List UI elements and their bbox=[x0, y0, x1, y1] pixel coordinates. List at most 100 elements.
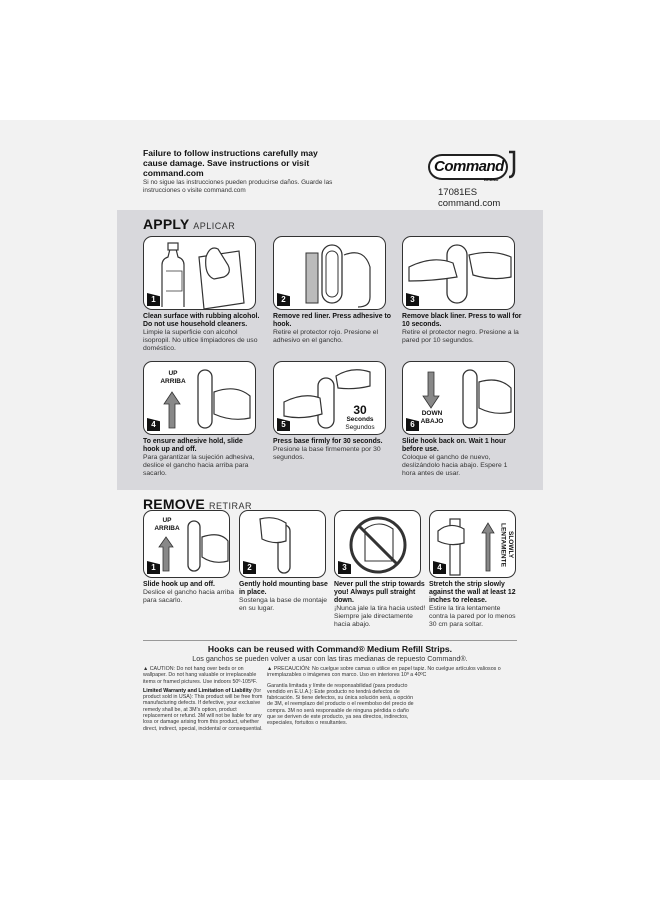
up-label: UP ARRIBA bbox=[152, 517, 182, 532]
apply-subtitle: APLICAR bbox=[193, 221, 236, 231]
warning-english: Failure to follow instructions carefully… bbox=[143, 148, 318, 178]
step-number: 2 bbox=[243, 561, 256, 574]
command-logo: Command BRAND bbox=[428, 150, 518, 184]
stretch-strip-icon bbox=[437, 518, 495, 576]
remove-step-2-caption: Gently hold mounting base in place. Sost… bbox=[239, 581, 331, 613]
step-number: 1 bbox=[147, 561, 160, 574]
caution-english: ▲ CAUTION: Do not hang over beds or on w… bbox=[143, 666, 257, 685]
apply-step-1-illustration: 1 bbox=[143, 236, 256, 310]
label-up: UP bbox=[162, 517, 172, 524]
remove-step-1-caption: Slide hook up and off. Deslice el gancho… bbox=[143, 581, 235, 605]
hook-with-adhesive-icon bbox=[305, 244, 371, 308]
sku-number: 17081ES bbox=[438, 187, 478, 198]
apply-title: APPLY bbox=[143, 216, 190, 232]
logo-wordmark: Command bbox=[434, 158, 504, 175]
label-30: 30 bbox=[353, 403, 367, 417]
reuse-note: Hooks can be reused with Command® Medium… bbox=[143, 644, 517, 663]
slowly-label: SLOWLY LENTAMENTE bbox=[490, 515, 515, 575]
apply-step-1-caption: Clean surface with rubbing alcohol. Do n… bbox=[143, 313, 261, 353]
apply-step-6-caption: Slide hook back on. Wait 1 hour before u… bbox=[402, 438, 522, 478]
step-number: 4 bbox=[433, 561, 446, 574]
apply-step-4-caption: To ensure adhesive hold, slide hook up a… bbox=[143, 438, 261, 478]
label-lentamente: LENTAMENTE bbox=[499, 523, 507, 567]
step-number: 4 bbox=[147, 418, 160, 431]
remove-step-3-spanish: ¡Nunca jale la tira hacia usted! Siempre… bbox=[334, 604, 426, 628]
label-seconds: Seconds bbox=[346, 416, 374, 423]
up-arrow-icon bbox=[158, 520, 229, 572]
label-up: UP bbox=[168, 370, 178, 377]
remove-step-4-illustration: SLOWLY LENTAMENTE 4 bbox=[429, 510, 516, 578]
apply-step-4-illustration: UP ARRIBA 4 bbox=[143, 361, 256, 435]
label-arriba: ARRIBA bbox=[160, 377, 186, 385]
label-arriba: ARRIBA bbox=[154, 524, 180, 532]
apply-step-6-title: Slide hook back on. Wait 1 hour before u… bbox=[402, 438, 506, 453]
remove-step-3-title: Never pull the strip towards you! Always… bbox=[334, 581, 425, 604]
remove-step-4-spanish: Estire la tira lentamente contra la pare… bbox=[429, 604, 516, 628]
remove-step-4-caption: Stretch the strip slowly against the wal… bbox=[429, 581, 521, 628]
apply-step-5-illustration: 30 Seconds Segundos 5 bbox=[273, 361, 386, 435]
header-warning: Failure to follow instructions carefully… bbox=[143, 148, 343, 194]
step-number: 3 bbox=[338, 561, 351, 574]
apply-step-3-caption: Remove black liner. Press to wall for 10… bbox=[402, 313, 522, 345]
divider bbox=[143, 640, 517, 641]
apply-step-1-title: Clean surface with rubbing alcohol. Do n… bbox=[143, 313, 260, 328]
step-number: 6 bbox=[406, 418, 419, 431]
step-number: 5 bbox=[277, 418, 290, 431]
logo-badge bbox=[428, 154, 508, 180]
apply-step-6-spanish: Coloque el gancho de nuevo, deslizándolo… bbox=[402, 453, 508, 477]
apply-step-4-title: To ensure adhesive hold, slide hook up a… bbox=[143, 438, 243, 453]
remove-step-3-caption: Never pull the strip towards you! Always… bbox=[334, 581, 426, 628]
apply-step-2-spanish: Retire el protector rojo. Presione el ad… bbox=[273, 328, 379, 344]
reuse-spanish: Los ganchos se pueden volver a usar con … bbox=[192, 654, 468, 663]
press-base-icon bbox=[283, 369, 371, 429]
apply-step-5-title: Press base firmly for 30 seconds. bbox=[273, 438, 383, 445]
website-url: command.com bbox=[438, 198, 501, 209]
step-number: 2 bbox=[277, 293, 290, 306]
apply-step-2-illustration: 2 bbox=[273, 236, 386, 310]
warranty-title-english: Limited Warranty and Limitation of Liabi… bbox=[143, 687, 252, 694]
prohibited-icon bbox=[349, 516, 407, 574]
caution-spanish: ▲ PRECAUCIÓN: No cuelgue sobre camas o u… bbox=[267, 666, 501, 679]
remove-step-1-spanish: Deslice el gancho hacia arriba para saca… bbox=[143, 588, 235, 604]
remove-step-1-illustration: UP ARRIBA 1 bbox=[143, 510, 230, 578]
alcohol-bottle-icon bbox=[161, 242, 245, 309]
remove-step-2-title: Gently hold mounting base in place. bbox=[239, 581, 328, 596]
apply-step-3-illustration: 3 bbox=[402, 236, 515, 310]
up-label: UP ARRIBA bbox=[158, 370, 188, 385]
label-abajo: ABAJO bbox=[420, 417, 444, 425]
apply-heading: APPLY APLICAR bbox=[143, 216, 235, 232]
remove-step-2-spanish: Sostenga la base de montaje en su lugar. bbox=[239, 596, 328, 612]
apply-step-3-spanish: Retire el protector negro. Presione a la… bbox=[402, 328, 519, 344]
up-arrow-icon bbox=[163, 369, 251, 429]
timer-label: 30 Seconds Segundos bbox=[340, 404, 380, 431]
remove-subtitle: RETIRAR bbox=[208, 501, 252, 511]
apply-step-5-spanish: Presione la base firmemente por 30 segun… bbox=[273, 445, 381, 461]
fine-print-spanish: ▲ PRECAUCIÓN: No cuelgue sobre camas o u… bbox=[267, 666, 517, 727]
remove-step-4-title: Stretch the strip slowly against the wal… bbox=[429, 581, 516, 604]
remove-step-2-illustration: 2 bbox=[239, 510, 326, 578]
apply-step-2-caption: Remove red liner. Press adhesive to hook… bbox=[273, 313, 391, 345]
fine-print-english: ▲ CAUTION: Do not hang over beds or on w… bbox=[143, 666, 263, 732]
label-down: DOWN bbox=[421, 410, 443, 417]
label-segundos: Segundos bbox=[345, 423, 375, 431]
remove-step-3-illustration: 3 bbox=[334, 510, 421, 578]
warning-spanish: Si no sigue las instrucciones pueden pro… bbox=[143, 179, 333, 194]
apply-step-4-spanish: Para garantizar la sujeción adhesiva, de… bbox=[143, 453, 255, 477]
down-arrow-icon bbox=[422, 369, 512, 429]
label-slowly: SLOWLY bbox=[507, 531, 514, 559]
hold-base-icon bbox=[259, 517, 291, 574]
logo-brand-mark: BRAND bbox=[484, 177, 499, 182]
apply-step-5-caption: Press base firmly for 30 seconds. Presio… bbox=[273, 438, 391, 462]
remove-title: REMOVE bbox=[143, 496, 205, 512]
down-label: DOWN ABAJO bbox=[417, 410, 447, 425]
warranty-english: (for product sold in USA): This product … bbox=[143, 687, 263, 732]
hand-press-wall-icon bbox=[408, 244, 512, 304]
sku-info: 17081ES command.com bbox=[438, 187, 500, 209]
apply-step-1-spanish: Limpie la superficie con alcohol isoprop… bbox=[143, 328, 258, 352]
apply-step-3-title: Remove black liner. Press to wall for 10… bbox=[402, 313, 522, 328]
reuse-english: Hooks can be reused with Command® Medium… bbox=[207, 644, 453, 654]
remove-step-1-title: Slide hook up and off. bbox=[143, 581, 215, 588]
apply-step-6-illustration: DOWN ABAJO 6 bbox=[402, 361, 515, 435]
step-number: 3 bbox=[406, 293, 419, 306]
step-number: 1 bbox=[147, 293, 160, 306]
